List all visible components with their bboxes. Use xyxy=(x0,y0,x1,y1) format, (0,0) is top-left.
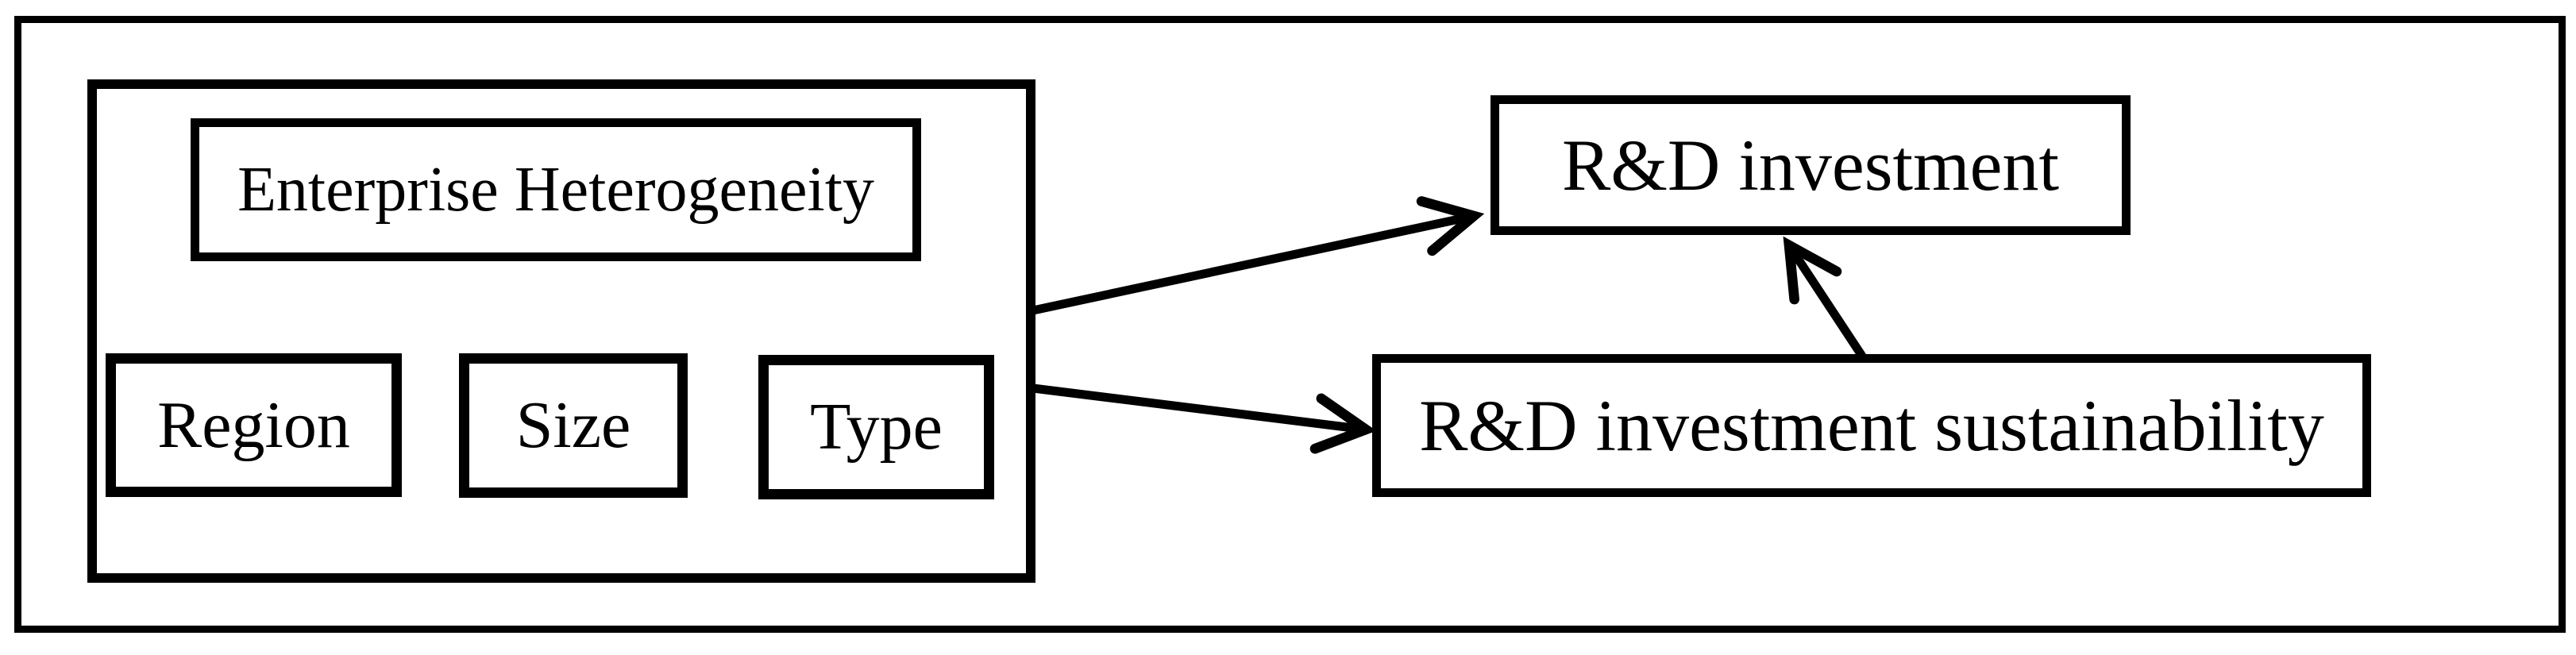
enterprise-heterogeneity-box: Enterprise Heterogeneity xyxy=(191,118,921,261)
rd-investment-box: R&D investment xyxy=(1490,95,2131,235)
size-label: Size xyxy=(515,388,631,462)
region-box: Region xyxy=(106,353,402,497)
rd-investment-sustainability-label: R&D investment sustainability xyxy=(1419,385,2324,466)
region-label: Region xyxy=(157,387,350,462)
size-box: Size xyxy=(459,353,688,498)
enterprise-heterogeneity-label: Enterprise Heterogeneity xyxy=(237,155,874,225)
rd-investment-sustainability-box: R&D investment sustainability xyxy=(1372,354,2371,497)
enterprise-heterogeneity-group xyxy=(87,79,1035,583)
type-box: Type xyxy=(758,355,994,499)
rd-investment-label: R&D investment xyxy=(1561,125,2060,206)
outer-frame xyxy=(14,16,2566,633)
type-label: Type xyxy=(810,390,943,464)
